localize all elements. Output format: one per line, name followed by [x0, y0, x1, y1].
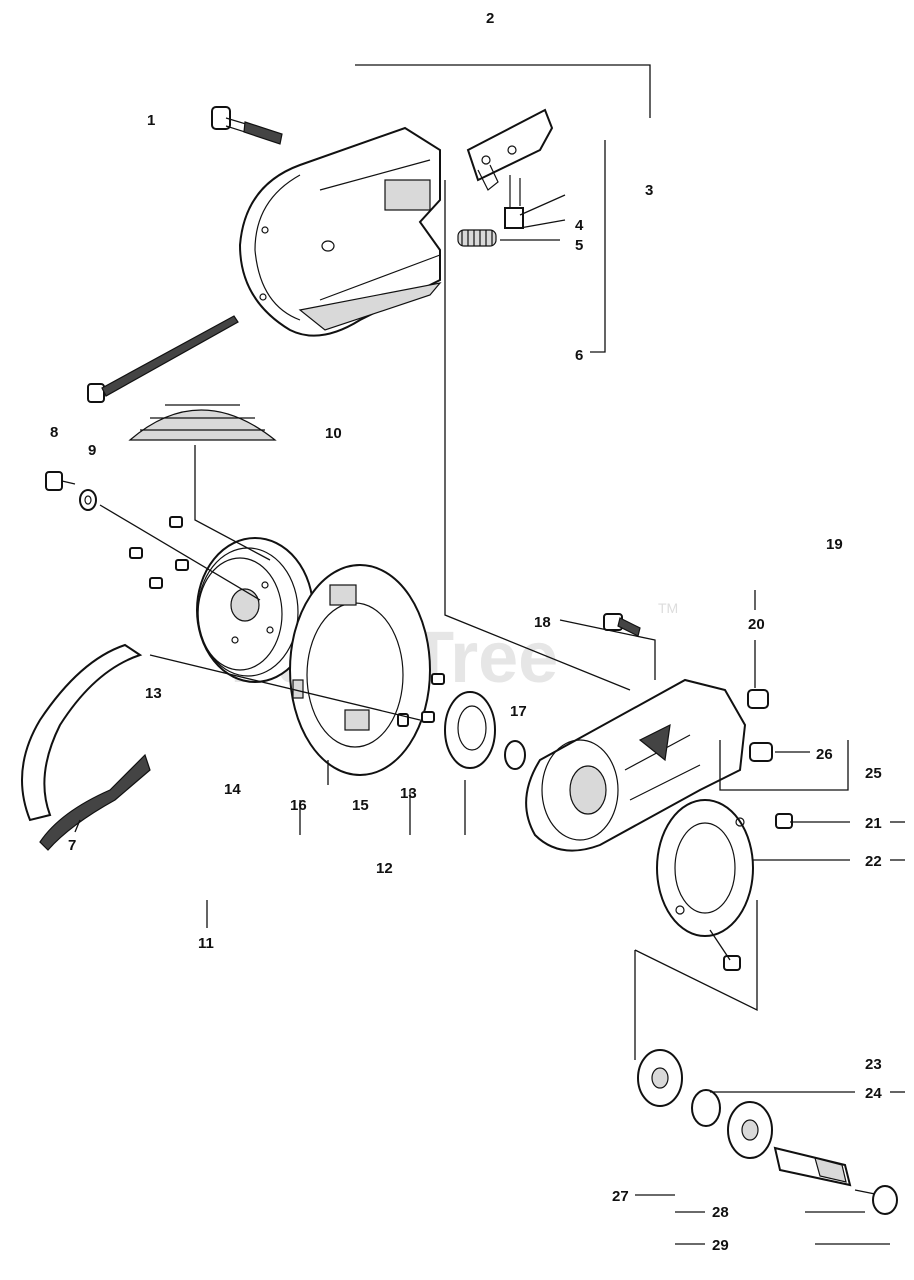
bearing-25: [727, 1101, 773, 1159]
label-4: 4: [575, 217, 584, 234]
pulley-11: [196, 537, 314, 683]
screw-22b: [723, 955, 741, 971]
screw-21: [775, 813, 793, 829]
watermark-tm: TM: [658, 600, 678, 616]
label-12: 12: [376, 860, 393, 877]
bolt-1: [211, 106, 283, 145]
gear-case-19: [525, 678, 747, 852]
label-29: 29: [712, 1237, 729, 1254]
pulley-screws: [129, 516, 189, 589]
clutch-ring-16: [289, 564, 431, 776]
label-sheet-10: [128, 404, 277, 441]
label-22: 22: [865, 853, 882, 870]
label-21: 21: [865, 815, 882, 832]
label-9: 9: [88, 442, 96, 459]
label-13b: 13: [400, 785, 417, 802]
label-20: 20: [748, 616, 765, 633]
label-8: 8: [50, 424, 58, 441]
label-18: 18: [534, 614, 551, 631]
spacer-24: [691, 1089, 721, 1127]
belt-7: [21, 643, 151, 851]
long-screw: [87, 315, 239, 403]
washer-9: [79, 489, 97, 511]
label-15: 15: [352, 797, 369, 814]
leader-lines: [74, 64, 905, 1245]
label-3: 3: [645, 182, 653, 199]
label-13a: 13: [145, 685, 162, 702]
label-6: 6: [575, 347, 583, 364]
label-24: 24: [865, 1085, 882, 1102]
bearing-23: [637, 1049, 683, 1107]
label-5: 5: [575, 237, 583, 254]
label-10: 10: [325, 425, 342, 442]
label-16: 16: [290, 797, 307, 814]
label-23: 23: [865, 1056, 882, 1073]
label-17: 17: [510, 703, 527, 720]
cover-plate-22: [656, 799, 754, 937]
label-2: 2: [486, 10, 494, 27]
label-11: 11: [198, 935, 214, 952]
screw-8: [45, 471, 76, 491]
label-26: 26: [816, 746, 833, 763]
bolt-26: [749, 742, 773, 762]
oring-17: [504, 740, 526, 770]
hub-12: [444, 691, 496, 769]
belt-cover: [238, 126, 442, 337]
label-28: 28: [712, 1204, 729, 1221]
shaft-27: [773, 1146, 852, 1187]
tension-plate: [466, 108, 554, 229]
nut-20: [747, 689, 769, 709]
label-19: 19: [826, 536, 843, 553]
label-1: 1: [147, 112, 155, 129]
part-labels: 2 1 3 4 5 6 8 10 9 19 18 20 13 17 26 25 …: [50, 10, 882, 1254]
spring-5: [457, 229, 497, 247]
bolt-28: [854, 1185, 898, 1215]
screw-18: [603, 613, 641, 637]
label-25: 25: [865, 765, 882, 782]
label-14: 14: [224, 781, 241, 798]
label-7: 7: [68, 837, 76, 854]
label-27: 27: [612, 1188, 629, 1205]
